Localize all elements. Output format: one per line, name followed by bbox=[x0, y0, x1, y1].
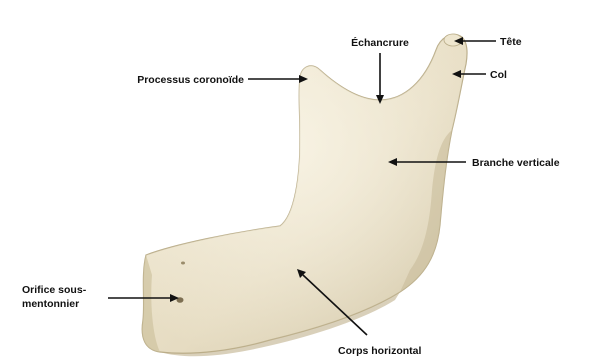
label-branche: Branche verticale bbox=[472, 157, 560, 169]
label-orifice-line1: Orifice sous- bbox=[22, 284, 87, 296]
label-tete: Tête bbox=[500, 36, 522, 48]
label-col: Col bbox=[490, 69, 507, 81]
label-processus: Processus coronoïde bbox=[137, 74, 244, 86]
arrow-echancrure bbox=[376, 53, 384, 104]
small-foramen bbox=[181, 262, 185, 265]
label-corps: Corps horizontal bbox=[338, 345, 421, 357]
label-echancrure: Échancrure bbox=[351, 36, 409, 49]
arrow-processus bbox=[248, 75, 308, 83]
label-orifice-line2: mentonnier bbox=[22, 298, 79, 310]
